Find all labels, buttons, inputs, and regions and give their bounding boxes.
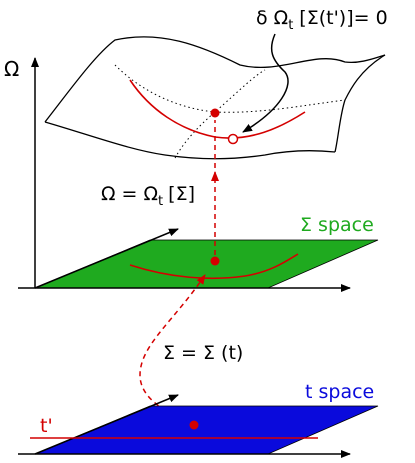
surface-contours	[114, 64, 346, 159]
variation-arrow	[242, 33, 289, 133]
mapping-label: Ω = Ωt[Σ]	[101, 183, 195, 209]
omega-axis-label: Ω	[4, 57, 19, 81]
trajectory-label: Σ = Σ (t)	[163, 342, 243, 364]
surface-back-edge	[44, 36, 386, 123]
t-prime-label: t'	[40, 415, 53, 437]
surface-point	[210, 108, 220, 118]
sigma-plane-diag-axis	[34, 228, 179, 289]
t-plane	[34, 405, 379, 455]
variation-label: δ Ωt[Σ(t')]= 0	[256, 7, 388, 33]
surface-right-edge	[334, 54, 386, 153]
sigma-plane	[34, 239, 379, 289]
sigma-red-curve	[129, 253, 299, 280]
sigma-space-label: Σ space	[300, 214, 374, 236]
t-space-label: t space	[305, 381, 374, 403]
t-plane-diag-axis	[34, 394, 179, 455]
t-point	[189, 420, 199, 430]
sigma-point	[210, 256, 220, 266]
surface-minimum-point	[227, 133, 239, 145]
surface-front-edge	[44, 121, 336, 160]
